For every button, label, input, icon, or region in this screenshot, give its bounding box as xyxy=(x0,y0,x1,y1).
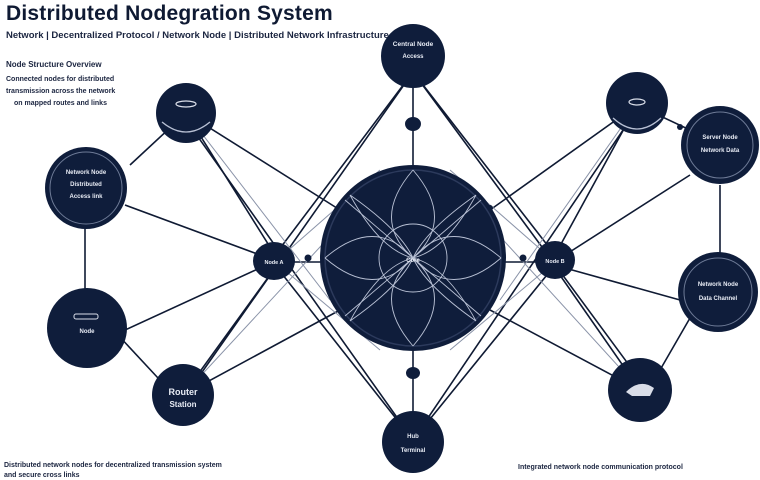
node-label: Server Node xyxy=(702,135,738,141)
node-body xyxy=(382,411,444,473)
node-body xyxy=(45,147,127,229)
edge xyxy=(449,261,556,351)
mesh-circle xyxy=(378,223,448,293)
edge xyxy=(484,219,641,391)
node-arc xyxy=(612,117,662,130)
connector-dot xyxy=(304,254,312,262)
node-ring xyxy=(686,111,754,179)
node-label: Station xyxy=(169,400,196,409)
legend-line: Connected nodes for distributed xyxy=(6,76,115,83)
connector-dot xyxy=(405,117,421,131)
node-body xyxy=(152,364,214,426)
edge xyxy=(564,267,681,301)
node-label: Node xyxy=(80,329,96,335)
node-label: Access link xyxy=(69,194,103,200)
node-upper-left[interactable] xyxy=(156,83,216,143)
node-label: Terminal xyxy=(401,448,426,454)
hub-label: Node B xyxy=(545,259,564,265)
edge xyxy=(412,71,556,256)
edge xyxy=(412,264,556,441)
footer-note-left-2: and secure cross links xyxy=(4,472,80,479)
mesh-line xyxy=(344,199,482,317)
legend-heading: Node Structure Overview xyxy=(6,60,102,69)
hub-label: Core xyxy=(406,258,420,264)
edge xyxy=(117,334,159,379)
node-right-top[interactable]: Server Node Network Data xyxy=(681,106,759,184)
edge xyxy=(124,267,261,331)
node-lower-left[interactable]: Node xyxy=(47,288,127,368)
footer-note-right: Integrated network node communication pr… xyxy=(518,464,683,471)
edge xyxy=(499,104,638,301)
edge xyxy=(659,317,691,371)
node-body xyxy=(681,106,759,184)
edge xyxy=(564,174,691,256)
node-label: Router xyxy=(169,387,198,397)
node-bottom[interactable]: Hub Terminal xyxy=(382,411,444,473)
edge xyxy=(274,71,414,256)
node-ring xyxy=(49,151,123,225)
edge xyxy=(182,219,346,396)
node-upper-right[interactable] xyxy=(606,72,668,134)
edge xyxy=(489,104,638,211)
node-arc xyxy=(161,121,211,133)
legend-line: transmission across the network xyxy=(6,88,116,95)
node-left[interactable]: Network Node Distributed Access link xyxy=(45,147,127,229)
node-label: Central Node xyxy=(393,41,434,48)
node-body xyxy=(381,24,445,88)
node-label: Distributed xyxy=(70,182,102,188)
node-label: Network Node xyxy=(66,170,107,176)
node-bottom-right[interactable] xyxy=(608,358,672,422)
edge xyxy=(199,71,414,376)
node-label: Network Data xyxy=(701,148,740,154)
right-hub[interactable]: Node B xyxy=(535,241,575,279)
hub-label: Node A xyxy=(264,260,283,266)
legend-line: on mapped routes and links xyxy=(14,100,107,107)
hub-mesh xyxy=(324,169,502,347)
edge xyxy=(412,104,641,441)
node-body xyxy=(678,252,758,332)
node-glyph xyxy=(628,98,646,106)
central-hub[interactable]: Core xyxy=(320,165,506,351)
left-hub[interactable]: Node A xyxy=(253,242,295,280)
edge xyxy=(124,204,261,256)
node-bottom-left[interactable]: Router Station xyxy=(152,364,214,426)
node-ring xyxy=(683,257,753,327)
node-glyph xyxy=(626,383,654,396)
node-right-mid[interactable]: Network Node Data Channel xyxy=(678,252,758,332)
edge xyxy=(274,264,414,441)
connector-dot xyxy=(677,124,683,130)
connector-dot xyxy=(406,367,420,379)
node-body xyxy=(606,72,668,134)
page-subtitle: Network | Decentralized Protocol / Netwo… xyxy=(6,30,389,41)
edge xyxy=(412,71,641,381)
edge xyxy=(185,112,341,211)
hub-body xyxy=(535,241,575,279)
connector-dot xyxy=(519,254,527,262)
page-title: Distributed Nodegration System xyxy=(6,2,333,25)
footer-note-left: Distributed network nodes for decentrali… xyxy=(4,462,222,469)
node-glyph xyxy=(175,100,197,108)
node-body xyxy=(47,288,127,368)
node-label: Access xyxy=(402,54,424,60)
hub-body xyxy=(253,242,295,280)
node-label: Network Node xyxy=(698,282,739,288)
node-label: Hub xyxy=(407,434,419,440)
node-body xyxy=(156,83,216,143)
node-top[interactable]: Central Node Access xyxy=(381,24,445,88)
node-label: Data Channel xyxy=(699,296,738,302)
node-glyph xyxy=(73,313,99,320)
edge xyxy=(185,112,331,301)
